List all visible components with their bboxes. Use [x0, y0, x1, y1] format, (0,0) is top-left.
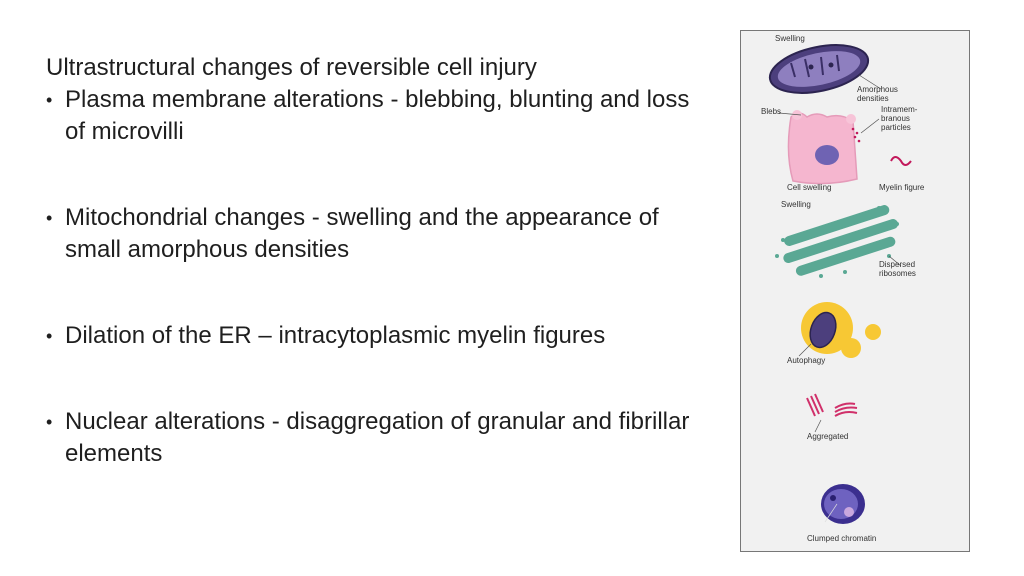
panel-mitochondria-swelling: Swelling Amorphous densities	[741, 31, 969, 104]
label-clumped-chromatin: Clumped chromatin	[807, 534, 877, 543]
label-cell-swelling: Cell swelling	[787, 183, 832, 192]
panel-clumped-chromatin: Clumped chromatin	[741, 464, 969, 551]
bullet-er-dilation: • Dilation of the ER – intracytoplasmic …	[46, 320, 696, 352]
autophagy-illustration	[798, 302, 881, 358]
bullet-marker: •	[46, 412, 53, 432]
swollen-mitochondrion-illustration	[768, 44, 882, 94]
dilated-er-illustration	[775, 205, 902, 278]
panel-plasma-membrane: Blebs Intramem- branous particles Cell s…	[741, 103, 969, 195]
label-er-swelling: Swelling	[781, 200, 811, 209]
label-autophagy: Autophagy	[787, 356, 826, 365]
label-intramembranous-particles: Intramem- branous particles	[881, 105, 918, 132]
bullet-marker: •	[46, 326, 53, 346]
blebbing-cell-illustration	[778, 110, 912, 185]
label-blebs: Blebs	[761, 107, 782, 116]
label-amorphous-densities: Amorphous densities	[857, 85, 898, 103]
clumped-chromatin-illustration	[821, 484, 865, 524]
label-dispersed-ribosomes: Dispersed ribosomes	[879, 260, 916, 278]
slide-text: Ultrastructural changes of reversible ce…	[46, 52, 696, 470]
aggregated-illustration	[806, 393, 858, 433]
bullet-text: Mitochondrial changes - swelling and the…	[65, 204, 659, 263]
bullet-marker: •	[46, 208, 53, 228]
slide-heading: Ultrastructural changes of reversible ce…	[46, 54, 537, 81]
label-aggregated: Aggregated	[807, 432, 849, 441]
bullet-nuclear: • Nuclear alterations - disaggregation o…	[46, 406, 696, 470]
label-myelin-figure: Myelin figure	[879, 183, 925, 192]
bullet-mitochondrial: • Mitochondrial changes - swelling and t…	[46, 202, 696, 266]
panel-endoplasmic-reticulum: Swelling Dispersed ribosomes	[741, 194, 969, 285]
panel-autophagy: Autophagy	[741, 284, 969, 375]
panel-aggregated: Aggregated	[741, 374, 969, 465]
bullet-plasma-membrane: • Plasma membrane alterations - blebbing…	[46, 84, 696, 148]
bullet-text: Nuclear alterations - disaggregation of …	[65, 408, 690, 467]
bullet-text: Plasma membrane alterations - blebbing, …	[65, 86, 690, 145]
bullet-text: Dilation of the ER – intracytoplasmic my…	[65, 322, 606, 349]
cell-injury-figure: Swelling Amorphous densities Blebs Intra…	[740, 30, 970, 552]
label-swelling: Swelling	[775, 34, 805, 43]
bullet-marker: •	[46, 90, 53, 110]
